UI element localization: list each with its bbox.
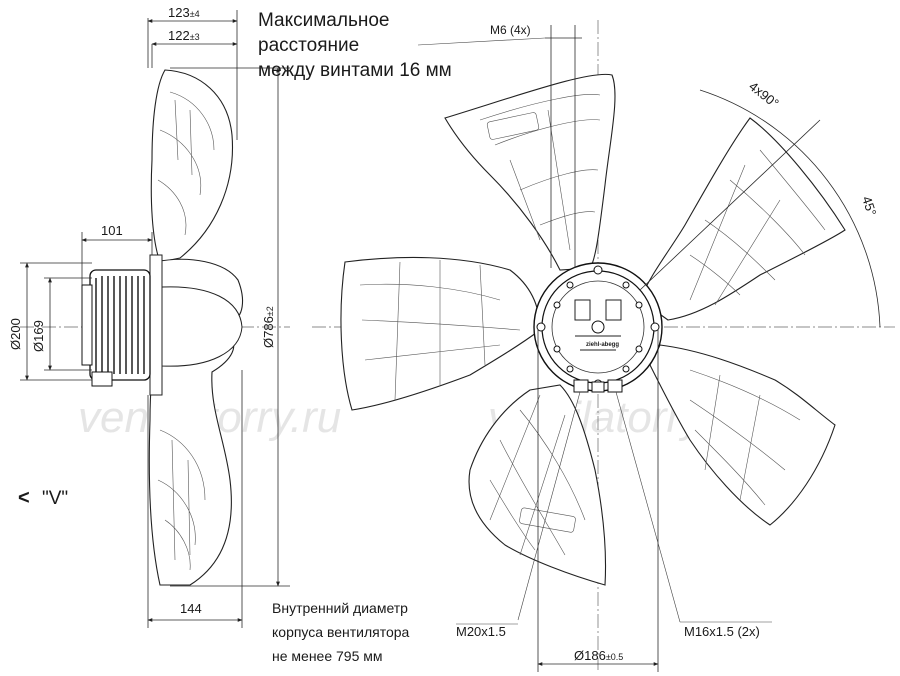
hub-logo: ziehl-abegg [586, 342, 619, 348]
dim-122-label: 122±3 [168, 28, 200, 43]
side-blade-lower [148, 334, 235, 586]
side-motor-cap [81, 284, 93, 366]
dim-101-label: 101 [101, 223, 123, 238]
side-cable-gland [91, 371, 113, 387]
note-inner-diameter-3: не менее 795 мм [272, 648, 383, 664]
view-label: "V" [42, 488, 68, 509]
blade-upper-right [639, 117, 846, 321]
dim-200-label: Ø200 [8, 318, 23, 350]
d186-label: Ø186±0.5 [574, 648, 623, 663]
dim-169-label: Ø169 [31, 320, 46, 352]
dim-123-label: 123±4 [168, 5, 200, 20]
blade-upper-right-ribs [689, 149, 826, 306]
blade-left-ribs [359, 260, 521, 401]
dim-786-label: Ø786±2 [261, 306, 276, 348]
m6-label: M6 (4x) [490, 23, 531, 37]
hub-inner [551, 280, 645, 374]
side-cone [161, 286, 243, 367]
angle-4x90-label: 4x90° [746, 79, 782, 111]
side-blade-upper-ribs [157, 91, 215, 236]
note-max-distance-2: расстояние [258, 35, 359, 56]
blade-lower-right-ribs [689, 369, 801, 506]
note-max-distance-3: между винтами 16 мм [258, 60, 452, 81]
side-view: 123±4 122±3 101 Ø200 Ø169 Ø786±2 144 [8, 5, 290, 628]
blade-top [444, 73, 616, 271]
blade-bottom-ribs [489, 394, 586, 556]
m16-label: M16x1.5 (2x) [684, 624, 760, 639]
side-hub-plate [149, 254, 163, 396]
blade-bottom [468, 384, 607, 586]
cable-glands [573, 379, 623, 393]
hub-details [574, 299, 622, 351]
view-marker: < "V" [18, 487, 68, 509]
front-view: ziehl-abegg M6 (4x) 4x90° 45° Ø186±0.5 M… [312, 20, 895, 672]
m20-label: M20x1.5 [456, 624, 506, 639]
dim-144-label: 144 [180, 601, 202, 616]
note-inner-diameter-1: Внутренний диаметр [272, 600, 408, 616]
note-max-distance-1: Максимальное [258, 10, 390, 31]
side-motor-fins [95, 276, 145, 374]
angle-45-label: 45° [859, 194, 879, 217]
blade-left [340, 256, 541, 411]
hub-center [591, 320, 605, 334]
blade-lower-right [649, 344, 836, 526]
blade-top-ribs [479, 94, 601, 251]
side-blade-lower-ribs [157, 429, 206, 571]
note-inner-diameter-2: корпуса вентилятора [272, 624, 410, 640]
angle-arc [699, 89, 881, 328]
view-arrow: < [18, 487, 30, 509]
